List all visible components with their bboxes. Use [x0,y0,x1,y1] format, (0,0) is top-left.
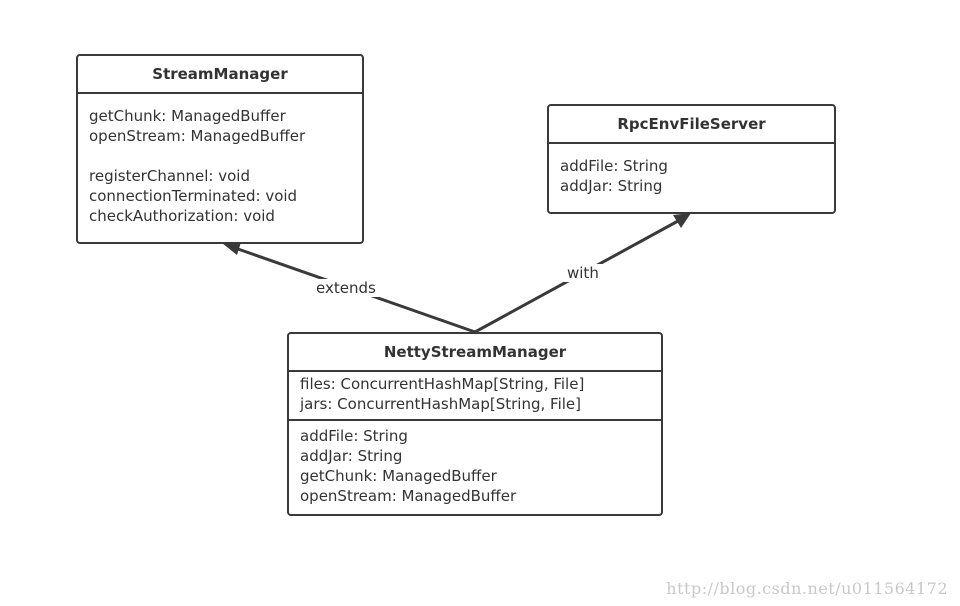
netty-stream-manager-class[interactable]: NettyStreamManager files: ConcurrentHash… [287,332,663,516]
field: jars: ConcurrentHashMap[String, File] [300,395,581,413]
extends-label: extends [313,279,379,297]
class-name: RpcEnvFileServer [549,106,834,144]
class-fields: files: ConcurrentHashMap[String, File] j… [289,372,661,419]
method: connectionTerminated: void [89,187,298,205]
method-group-gap [89,146,351,166]
field: files: ConcurrentHashMap[String, File] [300,375,585,393]
method: getChunk: ManagedBuffer [300,467,497,485]
with-arrowhead [673,213,691,228]
class-methods: addFile: String addJar: String [549,144,834,200]
method: getChunk: ManagedBuffer [89,107,286,125]
method: openStream: ManagedBuffer [89,127,306,145]
class-methods: addFile: String addJar: String getChunk:… [289,419,661,510]
method: addFile: String [560,157,668,175]
method: checkAuthorization: void [89,207,275,225]
with-label: with [564,264,602,282]
method: registerChannel: void [89,167,250,185]
stream-manager-class[interactable]: StreamManager getChunk: ManagedBuffer op… [76,54,364,244]
method: addFile: String [300,427,408,445]
class-name: NettyStreamManager [289,334,661,372]
rpc-env-file-server-class[interactable]: RpcEnvFileServer addFile: String addJar:… [547,104,836,214]
extends-arrowhead [222,242,241,255]
class-methods: getChunk: ManagedBuffer openStream: Mana… [78,94,362,230]
method: addJar: String [300,447,403,465]
method: addJar: String [560,177,663,195]
class-name: StreamManager [78,56,362,94]
watermark-url: http://blog.csdn.net/u011564172 [666,579,948,598]
method: openStream: ManagedBuffer [300,487,517,505]
